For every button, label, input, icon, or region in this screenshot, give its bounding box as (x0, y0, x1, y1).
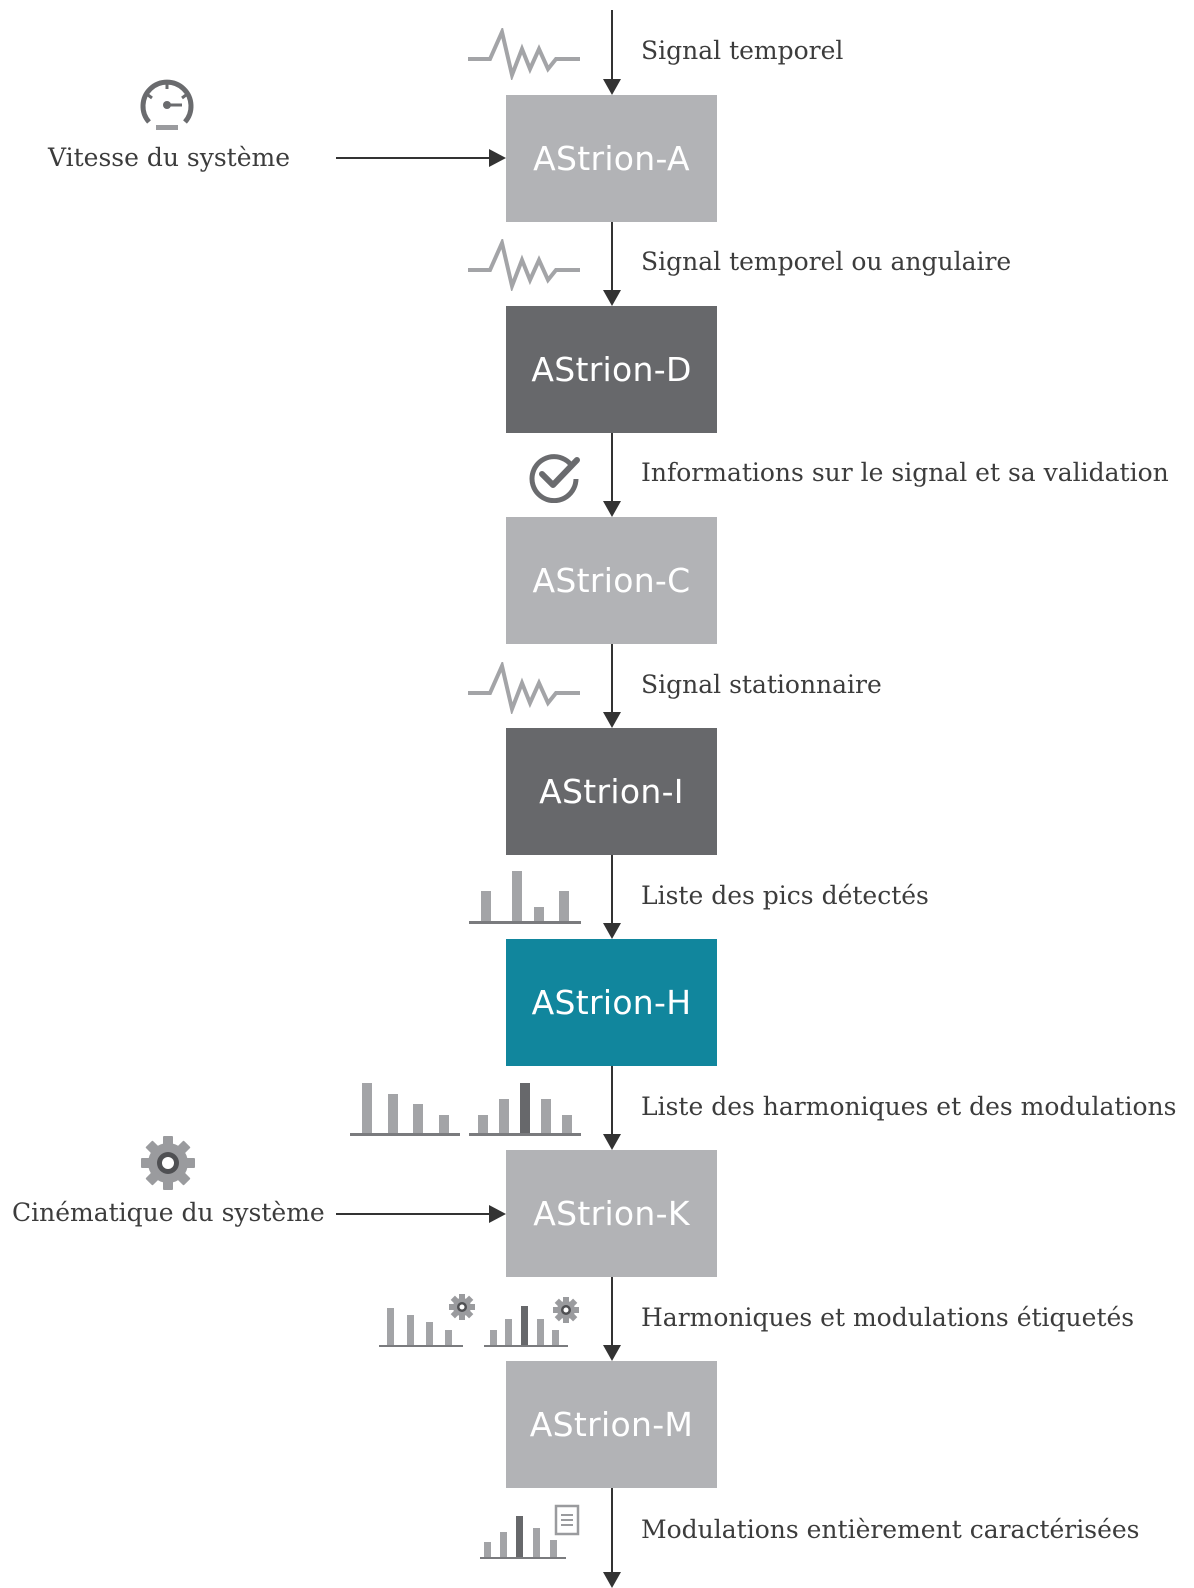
input-arrow-vitesse (336, 157, 490, 159)
flow-label-informations-validation: Informations sur le signal et sa validat… (641, 458, 1169, 487)
speedometer-icon (140, 79, 194, 130)
check-circle-icon (529, 454, 580, 503)
input-arrowhead-vitesse (489, 149, 506, 167)
box-astrion-a: AStrion-A (506, 95, 717, 222)
bar-chart-icon (469, 1083, 581, 1136)
arrowhead-to-c (603, 501, 621, 517)
connector-a-d (611, 222, 613, 292)
connector-k-m (611, 1277, 613, 1347)
document-icon (554, 1504, 580, 1536)
flow-label-modulations-caracterisees: Modulations entièrement caractérisées (641, 1515, 1140, 1544)
gear-icon (141, 1136, 195, 1190)
connector-c-i (611, 644, 613, 714)
arrowhead-to-i (603, 712, 621, 728)
waveform-icon (468, 28, 580, 80)
connector-top (611, 10, 613, 80)
arrowhead-to-m (603, 1345, 621, 1361)
connector-i-h (611, 855, 613, 925)
box-astrion-h: AStrion-H (506, 939, 717, 1066)
arrowhead-to-d (603, 290, 621, 306)
box-astrion-c: AStrion-C (506, 517, 717, 644)
flow-label-liste-pics: Liste des pics détectés (641, 881, 929, 910)
arrowhead-to-a (603, 79, 621, 95)
connector-d-c (611, 433, 613, 503)
box-astrion-k: AStrion-K (506, 1150, 717, 1277)
bar-chart-icon (484, 1297, 579, 1347)
arrowhead-to-k (603, 1134, 621, 1150)
bar-chart-icon (480, 1516, 566, 1559)
waveform-icon (468, 662, 580, 714)
waveform-icon (468, 239, 580, 291)
bar-chart-icon (350, 1083, 460, 1136)
box-astrion-i: AStrion-I (506, 728, 717, 855)
arrowhead-bottom (603, 1572, 621, 1588)
input-arrow-cinematique (336, 1213, 490, 1215)
input-label-cinematique: Cinématique du système (12, 1198, 325, 1227)
box-astrion-d: AStrion-D (506, 306, 717, 433)
connector-h-k (611, 1066, 613, 1136)
flow-label-liste-harmoniques: Liste des harmoniques et des modulations (641, 1092, 1177, 1121)
bar-chart-icon (469, 871, 581, 924)
box-astrion-m: AStrion-M (506, 1361, 717, 1488)
arrowhead-to-h (603, 923, 621, 939)
input-label-vitesse: Vitesse du système (48, 143, 291, 172)
connector-bottom (611, 1488, 613, 1574)
flow-label-signal-stationnaire: Signal stationnaire (641, 670, 882, 699)
flow-label-signal-temporel-angulaire: Signal temporel ou angulaire (641, 247, 1012, 276)
input-arrowhead-cinematique (489, 1205, 506, 1223)
flow-label-signal-temporel: Signal temporel (641, 36, 844, 65)
flow-label-harmoniques-etiquetes: Harmoniques et modulations étiquetés (641, 1303, 1135, 1332)
bar-chart-icon (379, 1294, 475, 1347)
